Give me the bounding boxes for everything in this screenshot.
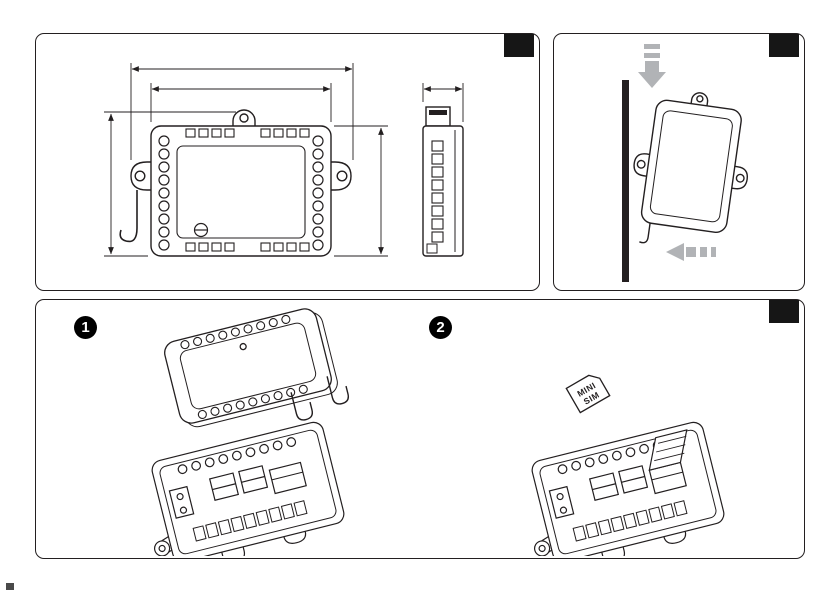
top-tab-hole	[239, 113, 249, 123]
device-label-area	[649, 110, 733, 223]
panel-dimension-drawing	[35, 33, 540, 291]
dimension-lines	[104, 63, 464, 257]
assembly-steps-drawing: MINI SIM	[133, 308, 730, 556]
step-2-number: 2	[436, 319, 445, 336]
step-1-exploded-view	[133, 308, 350, 556]
left-ear-hole	[134, 170, 146, 182]
side-body	[422, 125, 464, 257]
right-ear	[331, 161, 352, 191]
front-view	[119, 109, 352, 257]
label-area	[176, 145, 306, 239]
screw-head	[193, 222, 209, 238]
sim-card: MINI SIM	[565, 374, 611, 414]
figure-corner-tag	[769, 34, 799, 57]
down-arrow-icon	[638, 44, 666, 88]
terminal-screws-right	[312, 135, 324, 251]
figure-corner-tag	[769, 300, 799, 323]
bottom-slots	[185, 242, 310, 252]
unit-body	[150, 125, 332, 257]
base-unit	[133, 419, 350, 556]
top-tab	[232, 109, 256, 126]
step-2-sim-insertion: MINI SIM	[513, 374, 730, 556]
side-top-cap	[425, 106, 451, 127]
step-1-badge: 1	[74, 316, 97, 339]
right-ear	[731, 165, 749, 190]
mounting-hook	[119, 190, 138, 243]
side-view	[422, 106, 464, 257]
figure-corner-tag	[504, 34, 534, 57]
step-2-badge: 2	[429, 316, 452, 339]
cover-clip	[326, 376, 350, 405]
left-ear	[633, 153, 650, 177]
left-ear	[130, 161, 151, 191]
sim-holder-open	[648, 429, 688, 471]
device-body	[640, 99, 742, 233]
page-mark	[6, 583, 14, 590]
device-outline	[633, 92, 749, 244]
panel-assembly-steps: 1 2	[35, 299, 805, 559]
cover-clip	[290, 392, 314, 421]
sim-card-outline	[565, 374, 611, 414]
top-slots	[185, 128, 310, 138]
panel-wall-mounting	[553, 33, 805, 291]
base-unit	[513, 419, 730, 556]
cover-terminal-holes-back	[180, 314, 291, 350]
side-top-slot	[429, 110, 447, 115]
terminal-screws-left	[158, 135, 170, 251]
left-arrow-icon	[666, 243, 716, 261]
side-terminal-openings	[431, 140, 444, 243]
top-tab	[690, 92, 709, 106]
wall-mounting-drawing	[622, 44, 749, 282]
step-1-number: 1	[81, 319, 90, 336]
cover-hole	[239, 342, 247, 351]
bottom-hook	[639, 223, 651, 244]
cover-exploded	[164, 308, 338, 428]
side-bottom-detail	[426, 243, 438, 254]
right-ear-hole	[336, 170, 348, 182]
mounting-rail	[622, 80, 629, 282]
dimension-drawing	[104, 63, 464, 257]
